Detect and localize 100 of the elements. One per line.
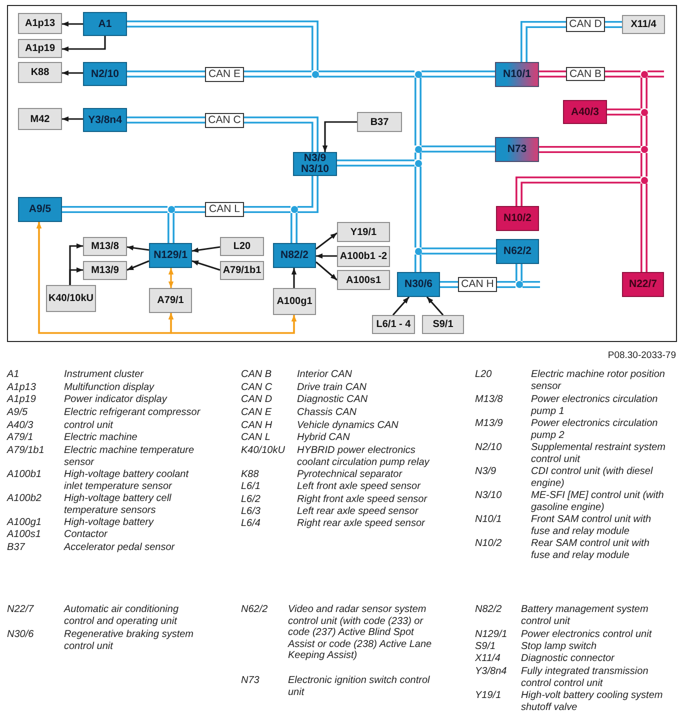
component-box: B37 — [357, 112, 402, 132]
component-code: L6/1 — [241, 481, 260, 492]
control-unit-box: Y3/8n4 — [83, 108, 127, 132]
component-code: M13/8 — [475, 394, 503, 406]
component-description: CDI control unit (with diesel engine) — [531, 466, 654, 489]
bus-line — [422, 248, 496, 254]
junction-dot — [414, 70, 422, 78]
component-code: K88 — [241, 469, 259, 480]
component-description: Right front axle speed sensor — [297, 494, 428, 506]
bus-line — [298, 176, 318, 213]
arrow — [426, 296, 444, 316]
figure-number: P08.30-2033-79 — [608, 350, 676, 361]
component-description: Power electronics circulation pump 2 — [531, 418, 659, 441]
component-box: K40/10kU — [46, 285, 96, 312]
bus-line — [522, 281, 540, 288]
arrow — [69, 267, 83, 285]
component-code: X11/4 — [475, 653, 500, 664]
component-description: Electric machine temperature sensor — [64, 445, 196, 468]
bus-line — [640, 184, 648, 272]
control-unit-box: N73 — [495, 137, 539, 162]
component-description: Electric machine rotor position sensor — [531, 369, 666, 392]
arrow — [316, 232, 338, 250]
component-description: Chassis CAN — [297, 407, 358, 418]
component-code: CAN C — [241, 382, 272, 394]
component-code: CAN H — [241, 420, 272, 432]
component-code: N62/2 — [241, 604, 268, 616]
arrow — [62, 36, 106, 52]
component-description: Diagnostic CAN — [297, 394, 369, 406]
component-code: B37 — [7, 542, 25, 554]
arrow — [322, 121, 357, 152]
arrow — [316, 253, 337, 259]
component-code: L20 — [475, 369, 492, 380]
arrow — [192, 260, 220, 271]
bus-label-box: CAN E — [205, 67, 244, 82]
component-box: M42 — [18, 108, 62, 130]
arrow — [62, 70, 83, 76]
control-unit-box: N30/6 — [397, 272, 440, 297]
component-code: K40/10kU — [241, 445, 285, 456]
arrow — [291, 268, 297, 288]
component-description: ME-SFI [ME] control unit (with gasoline engine) — [531, 490, 665, 513]
component-description: Left rear axle speed sensor — [297, 506, 420, 518]
bus-line — [605, 70, 640, 78]
component-code: M13/9 — [475, 418, 503, 430]
bus-label-box: CAN C — [205, 113, 244, 128]
control-unit-box: N22/7 — [622, 272, 664, 297]
component-description: Video and radar sensor system control unit (with code (233) or code (237) Active Blind Spot Assist or code (238) Active Lane Keeping Assist) — [288, 604, 433, 662]
component-description: Electronic ignition switch control unit — [288, 675, 431, 698]
component-description: Contactor — [64, 529, 108, 540]
arrow — [36, 222, 174, 334]
component-code: N3/9 — [475, 466, 496, 478]
component-box: A1p19 — [18, 39, 62, 58]
component-description: Vehicle dynamics CAN — [297, 420, 400, 432]
component-code: N3/10 — [475, 490, 502, 502]
junction-dot — [414, 160, 422, 166]
bus-line — [414, 254, 422, 272]
bus-line — [414, 166, 422, 248]
component-box: X11/4 — [622, 15, 665, 34]
component-code: A79/1 — [7, 432, 34, 444]
component-code: N30/6 — [7, 629, 34, 640]
component-code: L6/4 — [241, 518, 260, 530]
control-unit-box: N3/9 N3/10 — [293, 152, 337, 176]
junction-dot — [640, 176, 648, 184]
component-description: HYBRID power electronics coolant circulation pump relay — [297, 445, 431, 468]
component-code: A100b2 — [7, 493, 42, 504]
component-code: A79/1b1 — [7, 445, 44, 456]
component-code: A9/5 — [7, 407, 28, 418]
component-description: Pyrotechnical separator — [297, 469, 404, 480]
component-code: A100s1 — [7, 529, 41, 540]
component-description: Electric machine — [64, 432, 138, 444]
arrow — [126, 260, 150, 271]
junction-dot — [640, 70, 648, 78]
bus-line — [414, 78, 422, 146]
arrow — [62, 21, 83, 27]
bus-line — [520, 21, 566, 62]
component-code: N22/7 — [7, 604, 34, 616]
control-unit-box: A40/3 — [563, 100, 607, 124]
bus-line — [605, 21, 622, 28]
bus-line — [440, 281, 458, 288]
component-box: K88 — [18, 62, 62, 83]
component-box: A100g1 — [273, 288, 316, 315]
component-code: L6/2 — [241, 494, 260, 506]
component-description: Power electronics control unit — [521, 629, 653, 640]
control-unit-box: N2/10 — [83, 62, 127, 86]
component-code: N82/2 — [475, 604, 502, 616]
arrow — [62, 116, 83, 122]
component-box: A79/1 — [149, 288, 192, 313]
component-code: A40/3 — [7, 420, 34, 432]
component-code: A1p13 — [7, 382, 36, 394]
component-code: Y3/8n4 — [475, 666, 507, 678]
bus-line — [422, 146, 495, 152]
component-description: High-voltage battery — [64, 517, 155, 528]
component-box: A100s1 — [337, 270, 390, 290]
component-code: A1 — [7, 369, 20, 380]
bus-label-box: CAN D — [566, 17, 605, 32]
component-description: Fully integrated transmission control control unit — [521, 666, 650, 689]
component-code: CAN L — [241, 432, 270, 444]
arrow — [168, 268, 174, 288]
arrow — [192, 246, 220, 253]
component-description: Front SAM control unit with fuse and relay module — [531, 514, 652, 537]
component-description: Power electronics circulation pump 1 — [531, 394, 659, 417]
